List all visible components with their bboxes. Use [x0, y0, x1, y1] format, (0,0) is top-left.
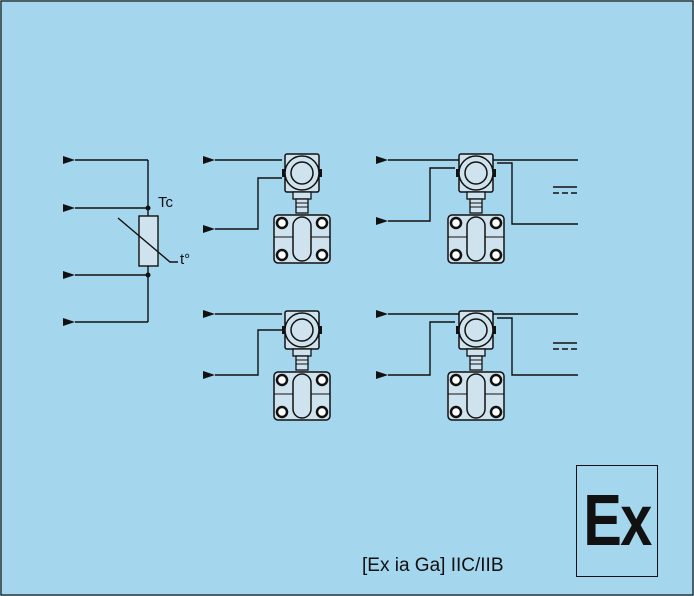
dc-power-icon [553, 186, 577, 194]
transmitter-3-wiring [203, 310, 282, 379]
transmitter-1-wiring [203, 156, 282, 233]
thermistor-icon [138, 215, 159, 267]
tc-label: Tc [158, 194, 173, 211]
pressure-transmitter-icon [272, 152, 332, 265]
temperature-sensor-group [63, 156, 178, 326]
ex-rating-label: [Ex ia Ga] IIC/IIB [362, 555, 504, 576]
dc-power-icon [553, 342, 577, 350]
thermistor-slash [117, 217, 178, 263]
temperature-label: t° [180, 251, 191, 268]
ex-mark: Ex [583, 481, 652, 561]
pressure-transmitter-icon [272, 309, 332, 422]
pressure-transmitter-icon [446, 152, 506, 265]
pressure-transmitter-icon [446, 309, 506, 422]
ex-marking-box: Ex [576, 465, 658, 577]
